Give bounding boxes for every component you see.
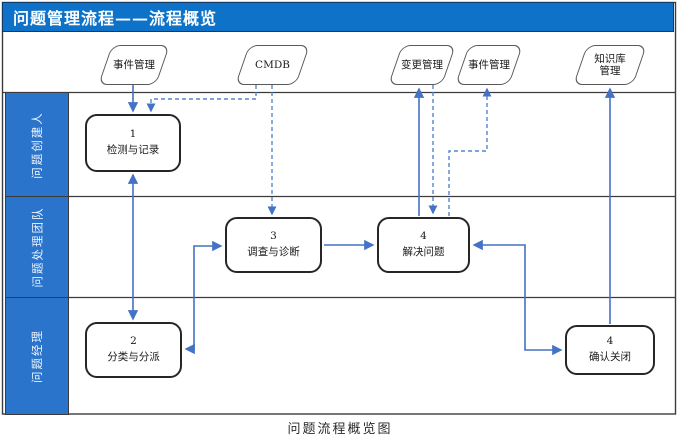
page-title: 问题管理流程——流程概览 (13, 9, 218, 28)
process-number: 4 (420, 230, 427, 243)
process-number: 4 (606, 335, 614, 348)
swimlane-problem-manager: 问题经理 (5, 297, 69, 415)
process-box-investigate-and-diagnose: 3 调查与诊断 (225, 217, 322, 273)
swimlane-label: 问题经理 (30, 329, 44, 383)
connector-resolve-confirm-bidirectional (472, 239, 563, 356)
process-number: 2 (130, 335, 137, 348)
swimlane-label: 问题处理团队 (30, 206, 44, 288)
entity-knowledge-base-management: 知识库管理 (573, 45, 647, 85)
swimlane-problem-handling-team: 问题处理团队 (5, 196, 69, 298)
process-label: 检测与记录 (106, 144, 160, 156)
swimlane-problem-creator: 问题创建人 (5, 92, 69, 197)
entity-label: 事件管理 (468, 58, 510, 71)
connector-resolve-to-incident-dashed (448, 87, 492, 216)
process-box-resolve-problem: 4 解决问题 (377, 217, 470, 273)
diagram-caption: 问题流程概览图 (287, 422, 393, 437)
connector-classify-investigate-bidirectional (184, 240, 223, 355)
entity-label: 知识库管理 (594, 52, 626, 77)
title-bar: 问题管理流程——流程概览 (2, 2, 674, 32)
process-label: 分类与分派 (107, 351, 160, 363)
entity-change-management: 变更管理 (388, 45, 456, 85)
entity-label: 事件管理 (113, 58, 155, 71)
process-label: 确认关闭 (589, 351, 631, 363)
process-box-classify-and-assign: 2 分类与分派 (85, 322, 182, 378)
connector-cmdb-to-detect-dashed (146, 85, 257, 113)
entity-label: CMDB (255, 58, 290, 71)
process-label: 解决问题 (402, 246, 445, 258)
entity-incident-management-right: 事件管理 (455, 45, 523, 85)
swimlane-label: 问题创建人 (30, 110, 44, 179)
process-number: 1 (129, 128, 137, 141)
entity-incident-management-left: 事件管理 (98, 45, 170, 85)
entity-cmdb: CMDB (235, 45, 310, 85)
process-number: 3 (270, 230, 277, 243)
entity-label: 变更管理 (401, 58, 443, 71)
process-box-detect-and-record: 1 检测与记录 (85, 114, 181, 172)
process-box-confirm-closure: 4 确认关闭 (565, 325, 655, 375)
process-label: 调查与诊断 (247, 246, 300, 258)
